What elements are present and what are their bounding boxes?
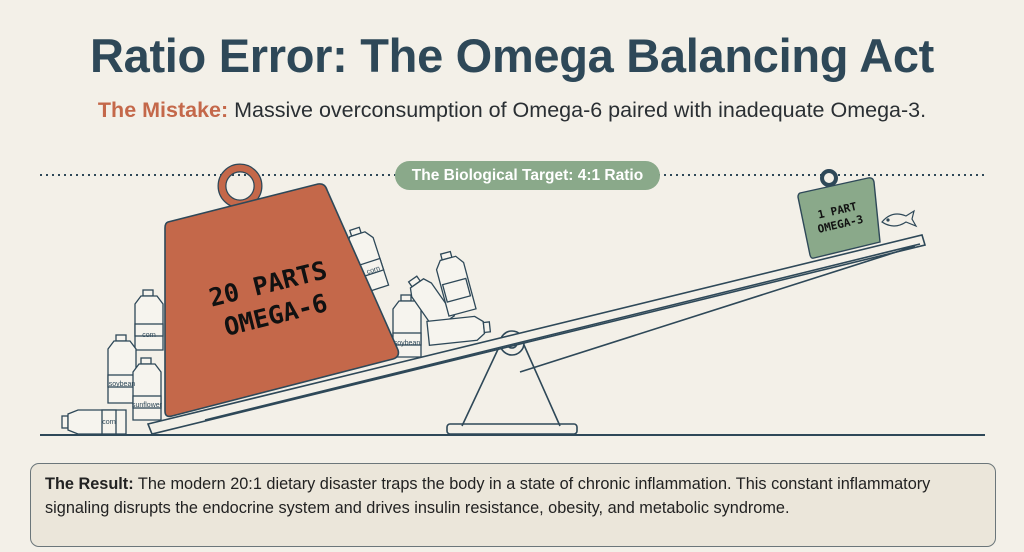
oil-bottles [61,226,492,435]
mistake-text: Massive overconsumption of Omega-6 paire… [228,98,927,122]
target-ratio-badge: The Biological Target: 4:1 Ratio [395,161,660,190]
bottle [61,409,127,435]
mistake-label: The Mistake: [97,98,229,122]
bottle-label: sunflower [132,402,163,409]
bottle-label: corn [142,332,156,339]
bottle-label: corn [366,265,381,276]
bottle [435,250,477,317]
result-text: The modern 20:1 dietary disaster traps t… [45,475,931,517]
result-label: The Result: [45,475,134,493]
bottle-label: soybean [109,381,136,388]
fish-icon [881,209,918,228]
omega6-weight: 20 PARTS OMEGA-6 [164,163,400,418]
bottle-label: soybean [394,340,421,347]
result-box: The Result: The modern 20:1 dietary disa… [30,463,996,547]
page-title: Ratio Error: The Omega Balancing Act [89,29,935,82]
bottle-label: corn [102,419,116,426]
omega3-weight: 1 PART OMEGA-3 [797,169,881,259]
bottle [107,334,137,404]
seesaw-beam [146,234,927,435]
subtitle: The Mistake: Massive overconsumption of … [0,98,1024,123]
bottle [132,357,162,421]
bottle [426,315,492,346]
bottle [134,289,164,351]
